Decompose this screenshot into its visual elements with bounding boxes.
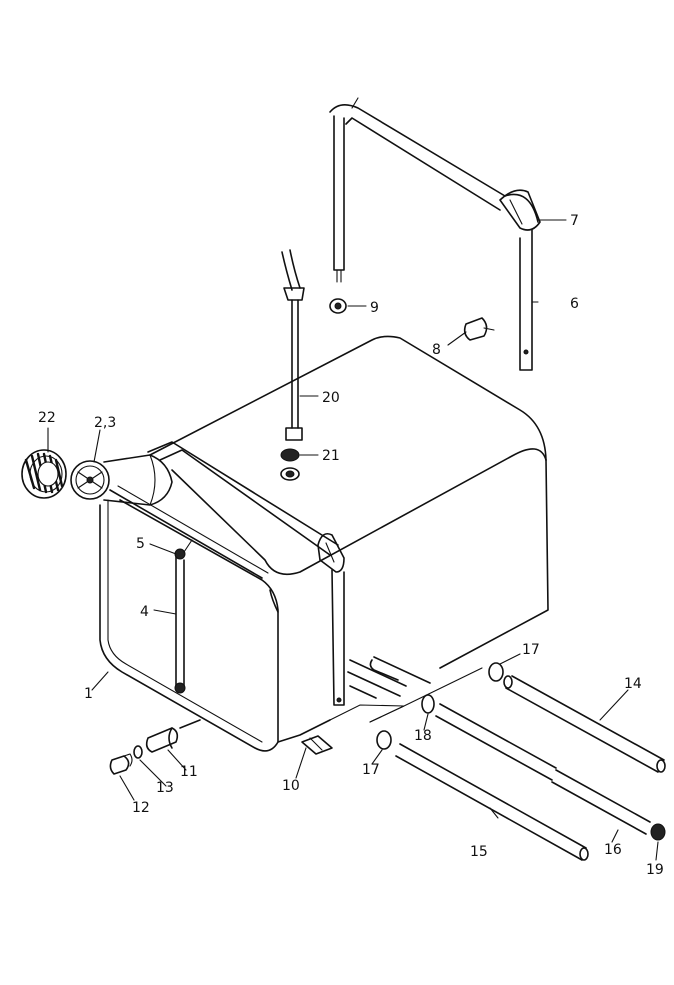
part-labels: 22 2,3 5 4 1 7 6 8 9 20 21 17 14 18 17 1… <box>38 213 664 878</box>
label-part-8: 8 <box>432 342 441 358</box>
label-part-10: 10 <box>282 778 300 794</box>
label-part-17-top: 17 <box>522 642 540 658</box>
hoses <box>347 656 666 861</box>
label-part-1: 1 <box>84 686 93 702</box>
strainer <box>21 449 67 499</box>
label-part-6: 6 <box>570 296 579 312</box>
strap-frame <box>329 97 541 371</box>
label-part-20: 20 <box>322 390 340 406</box>
leader-lines <box>47 219 659 861</box>
label-part-2-3: 2,3 <box>94 415 116 431</box>
level-gauge <box>174 539 193 694</box>
label-part-7: 7 <box>570 213 579 229</box>
label-part-14: 14 <box>624 676 642 692</box>
label-part-18: 18 <box>414 728 432 744</box>
fuel-tank <box>99 335 549 752</box>
label-part-9: 9 <box>370 300 379 316</box>
tank-band <box>147 441 345 706</box>
label-part-17-bottom: 17 <box>362 762 380 778</box>
label-part-22: 22 <box>38 410 56 426</box>
label-part-21: 21 <box>322 448 340 464</box>
label-part-4: 4 <box>140 604 149 620</box>
label-part-5: 5 <box>136 536 145 552</box>
label-part-12: 12 <box>132 800 150 816</box>
label-part-13: 13 <box>156 780 174 796</box>
drain-parts <box>109 719 333 775</box>
label-part-15: 15 <box>470 844 488 860</box>
bolt-nut <box>329 298 495 341</box>
label-part-19: 19 <box>646 862 664 878</box>
label-part-16: 16 <box>604 842 622 858</box>
sending-unit <box>280 249 305 481</box>
filler-neck <box>70 454 173 506</box>
label-part-11: 11 <box>180 764 198 780</box>
